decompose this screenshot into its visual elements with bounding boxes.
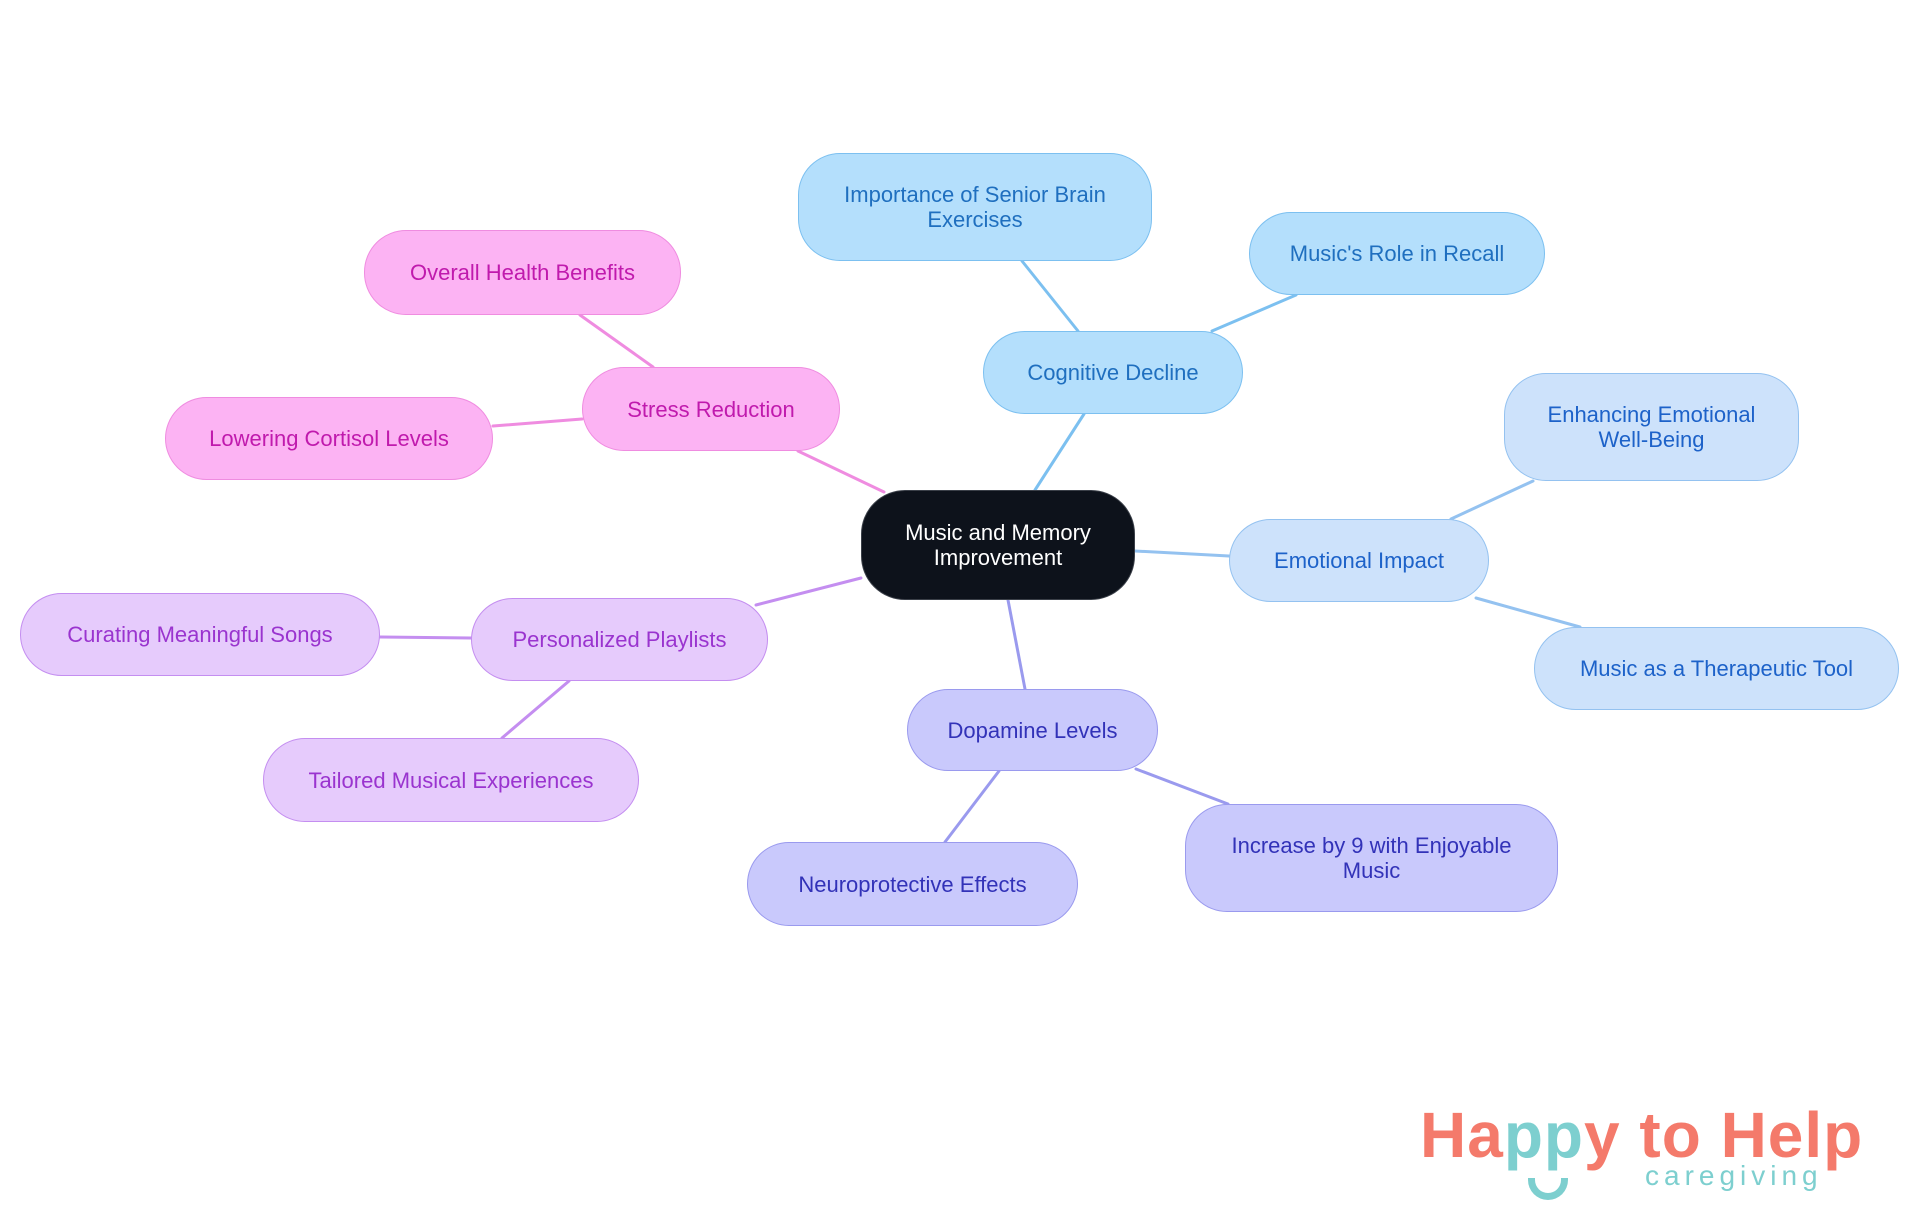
root-label-line1: Music and Memory (905, 520, 1091, 545)
branch-cognitive-decline[interactable]: Cognitive Decline (983, 331, 1243, 414)
logo-wordmark: Happy to Help (1420, 1100, 1863, 1170)
branch-label: Personalized Playlists (512, 627, 727, 652)
edge-root-stress (796, 449, 886, 494)
leaf-label: Tailored Musical Experiences (308, 767, 594, 793)
branch-dopamine-levels[interactable]: Dopamine Levels (907, 689, 1158, 771)
leaf-label: Neuroprotective Effects (798, 871, 1027, 897)
edge-cognitive-importance (1020, 259, 1080, 333)
leaf-music-therapeutic-tool[interactable]: Music as a Therapeutic Tool (1534, 627, 1899, 710)
edge-root-cognitive (1033, 412, 1086, 492)
branch-personalized-playlists[interactable]: Personalized Playlists (471, 598, 768, 681)
leaf-label-line1: Increase by 9 with Enjoyable (1231, 833, 1512, 858)
leaf-curating-meaningful-songs[interactable]: Curating Meaningful Songs (20, 593, 380, 676)
leaf-lowering-cortisol-levels[interactable]: Lowering Cortisol Levels (165, 397, 493, 480)
leaf-overall-health-benefits[interactable]: Overall Health Benefits (364, 230, 681, 315)
leaf-label: Lowering Cortisol Levels (209, 426, 449, 451)
leaf-label-line2: Music (1342, 858, 1401, 883)
leaf-label-line1: Enhancing Emotional (1547, 402, 1756, 427)
branch-label: Emotional Impact (1274, 548, 1444, 573)
leaf-neuroprotective-effects[interactable]: Neuroprotective Effects (747, 842, 1078, 926)
edge-dopamine-increase (1134, 767, 1230, 806)
edge-root-dopamine (1006, 598, 1027, 691)
leaf-label: Music's Role in Recall (1289, 241, 1505, 266)
edge-playlists-curating (378, 635, 473, 640)
leaf-tailored-musical-experiences[interactable]: Tailored Musical Experiences (263, 738, 639, 822)
leaf-label-line2: Exercises (927, 207, 1023, 232)
leaf-label-line2: Well-Being (1598, 427, 1705, 452)
leaf-label-line1: Importance of Senior Brain (844, 182, 1106, 207)
edge-playlists-tailored (500, 679, 571, 740)
branch-label: Stress Reduction (627, 396, 795, 422)
branch-emotional-impact[interactable]: Emotional Impact (1229, 519, 1489, 602)
leaf-label: Overall Health Benefits (410, 260, 635, 285)
logo-part2: pp (1503, 1099, 1584, 1171)
edge-stress-overall (578, 313, 655, 369)
smile-icon (1528, 1178, 1568, 1200)
branch-stress-reduction[interactable]: Stress Reduction (582, 367, 840, 451)
branch-label: Dopamine Levels (947, 717, 1118, 743)
edge-cognitive-recall (1210, 293, 1298, 333)
root-node[interactable]: Music and Memory Improvement (861, 490, 1135, 600)
leaf-senior-brain-exercises[interactable]: Importance of Senior Brain Exercises (798, 153, 1152, 261)
edge-root-emotional (1133, 549, 1231, 558)
leaf-label: Music as a Therapeutic Tool (1579, 656, 1854, 681)
edge-stress-cortisol (491, 417, 584, 428)
edge-dopamine-neuro (943, 769, 1001, 844)
logo-part3: y to Help (1584, 1099, 1864, 1171)
brand-logo: Happy to Help caregiving (1420, 1100, 1890, 1210)
edge-emotional-wellbeing (1449, 479, 1535, 521)
root-label-line2: Improvement (933, 545, 1063, 570)
branch-label: Cognitive Decline (1027, 360, 1199, 385)
edge-emotional-therapeutic (1474, 596, 1582, 629)
leaf-increase-by-9[interactable]: Increase by 9 with Enjoyable Music (1185, 804, 1558, 912)
edge-root-playlists (754, 576, 863, 607)
leaf-enhancing-emotional-well-being[interactable]: Enhancing Emotional Well-Being (1504, 373, 1799, 481)
logo-part1: Ha (1420, 1099, 1504, 1171)
logo-tagline: caregiving (1645, 1160, 1823, 1191)
leaf-label: Curating Meaningful Songs (67, 622, 333, 647)
leaf-music-role-in-recall[interactable]: Music's Role in Recall (1249, 212, 1545, 295)
